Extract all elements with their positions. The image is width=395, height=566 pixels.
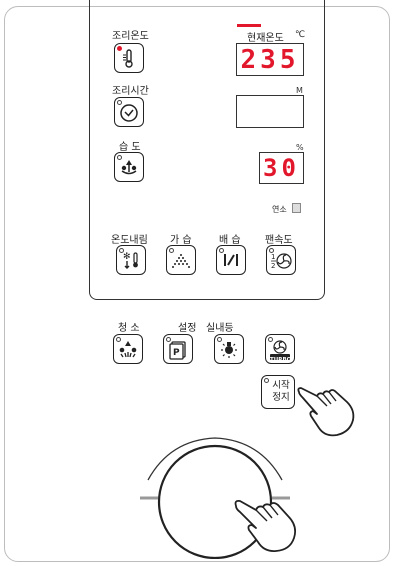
program-icon: P [169,341,186,360]
svg-text:✻: ✻ [123,252,131,262]
fan-speed-button[interactable]: 1 2 [266,245,296,275]
time-display [236,95,304,128]
humidity-label: 습 도 [119,142,141,153]
dehumidify-indicator [219,248,224,253]
dial-hand-icon [234,499,297,552]
cook-temp-button[interactable] [114,43,144,73]
svg-text:1: 1 [271,253,275,261]
cook-time-label: 조리시간 [112,86,149,97]
fan-speed-label: 팬속도 [265,235,293,246]
humidify-button[interactable] [166,245,196,275]
humidity-indicator [117,155,122,160]
interior-light-label: 실내등 [206,323,234,334]
cook-time-button[interactable] [114,97,144,127]
smoke-indicator [292,203,301,213]
setting-button[interactable]: P [163,334,193,364]
humidity-button[interactable] [114,152,144,182]
temp-down-indicator [119,248,124,253]
humidify-indicator [169,248,174,253]
temp-down-label: 온도내림 [111,235,148,246]
dehumidify-icon [224,254,238,266]
clean-indicator [116,337,121,342]
current-temp-marker [237,24,261,27]
cook-time-indicator [117,100,122,105]
setting-indicator [166,337,171,342]
control-panel [89,0,325,300]
stop-label: 정지 [272,392,290,403]
time-unit: M [296,86,303,95]
turbo-fan-icon [270,340,290,360]
turbo-indicator [268,337,273,342]
temp-down-button[interactable]: ✻ [116,245,146,275]
turbo-button[interactable]: TURBO [265,334,295,364]
svg-text:2: 2 [271,262,275,270]
humidify-icon [172,254,190,268]
svg-text:P: P [173,348,180,358]
dehumidify-button[interactable] [216,245,246,275]
humidity-unit: % [296,143,304,152]
turbo-badge: TURBO [270,357,292,363]
dial-knob[interactable] [130,434,300,559]
clean-label: 청 소 [118,323,140,334]
interior-light-indicator [217,337,222,342]
temp-down-icon: ✻ [123,252,138,269]
interior-light-button[interactable] [214,334,244,364]
humidity-display: 30 [259,152,304,184]
cook-temp-indicator [117,46,122,51]
temperature-display: 235 [236,43,304,76]
current-temp-label: 현재온도 [247,33,284,44]
humidity-icon [121,160,137,175]
dehumidify-label: 배 습 [219,235,241,246]
light-icon [221,342,237,358]
clock-icon [120,104,138,122]
thermometer-icon [123,49,133,68]
start-label: 시작 [272,380,290,391]
humidify-label: 가 습 [170,235,192,246]
start-stop-indicator [264,378,269,383]
device-frame [4,6,390,562]
smoke-label: 연소 [272,205,287,214]
setting-label: 설정 [178,323,197,334]
pointing-hand-icon [297,387,355,437]
cook-temp-label: 조리온도 [112,31,149,42]
fan-speed-icon: 1 2 [271,253,292,270]
current-temp-unit: ℃ [295,30,306,40]
fan-speed-indicator [269,248,274,253]
start-stop-button[interactable]: 시작 정지 [261,375,295,409]
clean-icon [119,341,137,358]
clean-button[interactable] [113,334,143,364]
